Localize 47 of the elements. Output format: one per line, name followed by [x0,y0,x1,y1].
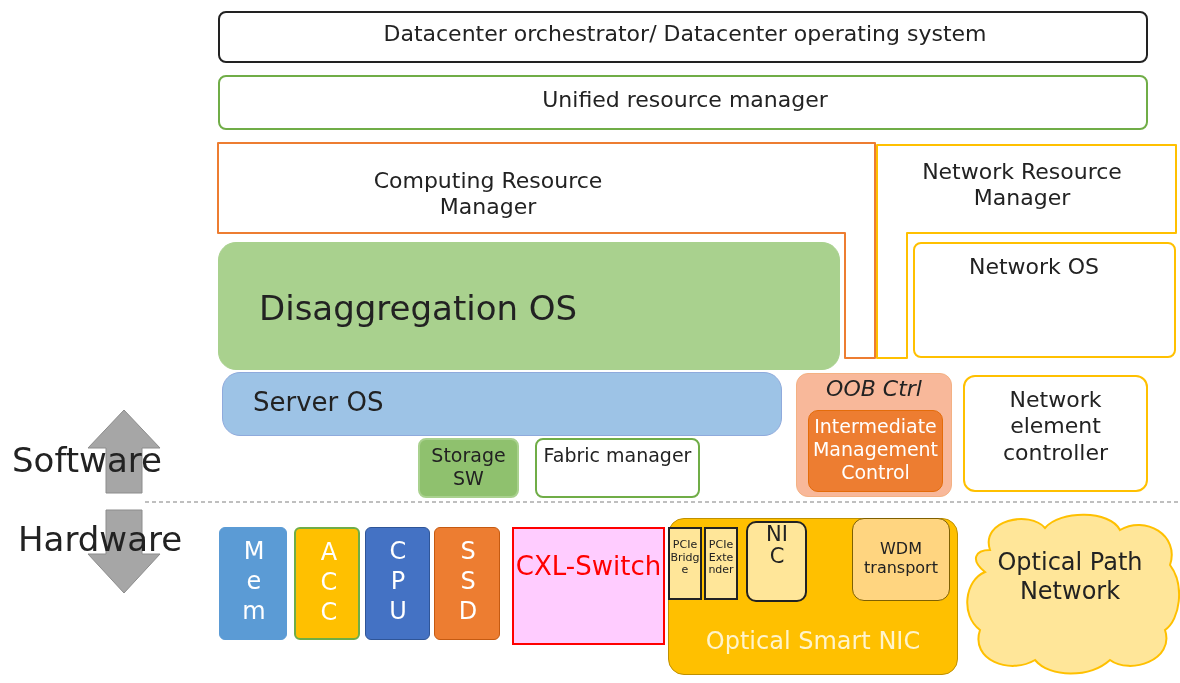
layer-box [218,11,1148,63]
chip-box [668,527,702,600]
box-label: WDM transport [863,539,939,578]
box-label: Unified resource manager [541,87,829,114]
chip-box [704,527,738,600]
box-label: SSD [457,536,479,626]
hardware-box [434,527,500,640]
box-label: Network element controller [1002,387,1109,467]
box-label: Network Resource Manager [921,159,1123,212]
box-label: Optical Smart NIC [704,627,922,656]
layer-box [218,75,1148,130]
transport-box [852,518,950,601]
hardware-box [219,527,287,640]
box-label: Optical Path Network [996,548,1144,606]
switch-box [512,527,665,645]
box-label: Fabric manager [542,444,693,467]
component-box [535,438,700,498]
manager-outline [218,143,875,358]
os-box [913,242,1176,358]
box-label: Computing Resource Manager [372,168,604,221]
hardware-box [365,527,430,640]
os-box [222,372,782,436]
controller-box [796,373,952,497]
box-label: CXL-Switch [514,551,663,583]
component-box [418,438,519,498]
control-box [808,410,943,492]
box-label: PCIe Extender [707,539,735,577]
box-label: Intermediate Management Control [811,415,940,484]
box-label: NIC [765,523,789,568]
box-label: Disaggregation OS [259,288,579,329]
box-label: ACC [319,537,339,627]
layer-label: Hardware [18,519,183,560]
box-label: CPU [388,536,408,626]
manager-outline [877,145,1176,358]
layer-label: Software [12,440,162,481]
box-label: Storage SW [430,444,507,490]
hardware-box [294,527,360,640]
chip-box [746,521,807,602]
box-label: OOB Ctrl [825,376,923,403]
box-label: Server OS [253,387,385,419]
box-label: Mem [241,536,267,626]
controller-box [963,375,1148,492]
nic-board [668,518,958,675]
os-box [218,242,840,370]
box-label: Network OS [967,254,1101,281]
box-label: Datacenter orchestrator/ Datacenter operating system [382,21,988,48]
box-label: PCIe Bridge [670,539,700,577]
